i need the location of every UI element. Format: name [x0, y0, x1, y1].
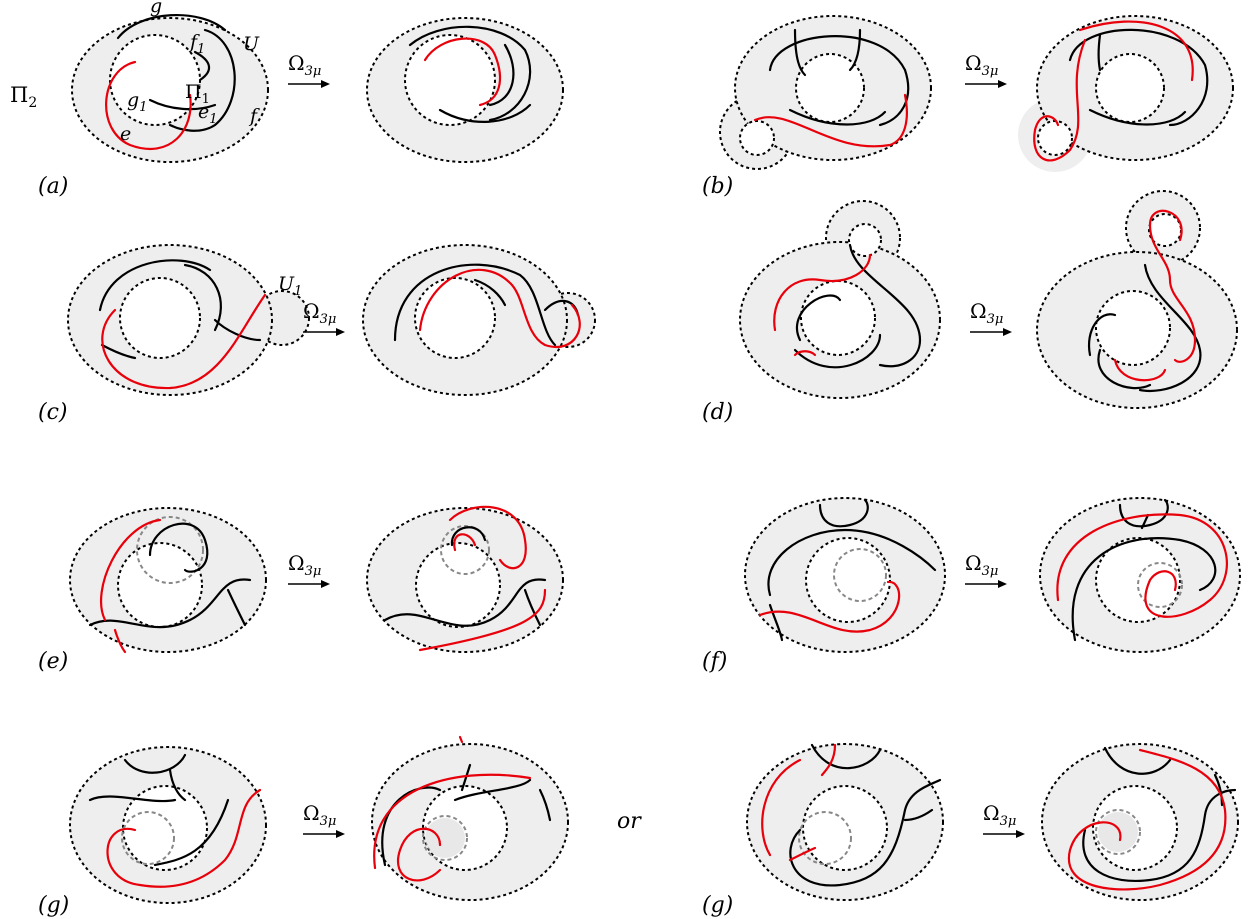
- panel-g2-before: [746, 743, 944, 901]
- move-arrow-b: Ω3μ: [965, 51, 1007, 88]
- panel-label-a: (a): [38, 174, 68, 199]
- svg-text:Ω3μ: Ω3μ: [965, 51, 998, 79]
- label-g1: g1: [127, 89, 147, 115]
- panel-f-after: [1039, 497, 1241, 653]
- panel-e-before: [69, 507, 267, 654]
- panel-label-d: (d): [702, 400, 733, 425]
- label-e: e: [120, 123, 131, 145]
- label-e1: e1: [198, 101, 218, 127]
- panel-b-after: [1018, 15, 1234, 172]
- label-f: f: [248, 105, 260, 127]
- move-arrow-e: Ω3μ: [288, 551, 330, 588]
- strand-e1: [148, 98, 217, 111]
- panel-d-before: [739, 200, 941, 399]
- panel-g2-after: [1041, 743, 1239, 901]
- move-arrow-c: Ω3μ: [303, 299, 345, 336]
- move-arrow-g2: Ω3μ: [983, 801, 1025, 838]
- svg-text:Ω3μ: Ω3μ: [303, 801, 336, 829]
- svg-text:Ω3μ: Ω3μ: [288, 551, 321, 579]
- inner-hole: [109, 34, 201, 126]
- strand-g: [116, 14, 227, 40]
- label-u: U: [243, 33, 260, 55]
- label-f1: f1: [188, 31, 205, 57]
- panel-c-after: [362, 244, 596, 396]
- panel-label-f: (f): [702, 649, 727, 674]
- panel-a-before: Π2 g f1 U g1 Π1 e1 e f: [10, 0, 269, 163]
- label-u1: U1: [278, 273, 302, 299]
- panel-c-before: U1: [67, 244, 310, 396]
- panel-label-e: (e): [38, 649, 68, 674]
- label-pi1: Π1: [185, 81, 210, 107]
- panel-a-after: [366, 17, 564, 163]
- svg-text:Ω3μ: Ω3μ: [303, 299, 336, 327]
- strand-e: [105, 60, 192, 151]
- panel-g1-before: [69, 746, 267, 904]
- move-arrow-g1: Ω3μ: [303, 801, 345, 838]
- panel-label-b: (b): [702, 174, 733, 199]
- label-pi2: Π2: [10, 83, 37, 111]
- svg-text:Ω3μ: Ω3μ: [970, 299, 1003, 327]
- or-text: or: [617, 809, 642, 834]
- move-arrow-a: Ω3μ: [288, 51, 330, 88]
- panel-label-g2: (g): [702, 893, 733, 918]
- move-symbol: Ω3μ: [288, 51, 321, 79]
- move-arrow-f: Ω3μ: [965, 551, 1007, 588]
- panel-label-g1: (g): [38, 893, 69, 918]
- svg-text:Ω3μ: Ω3μ: [965, 551, 998, 579]
- panel-g1-after: [371, 735, 569, 901]
- svg-text:Ω3μ: Ω3μ: [983, 801, 1016, 829]
- panel-e-after: [366, 505, 564, 653]
- panel-f-before: [744, 497, 946, 653]
- label-g: g: [150, 0, 162, 17]
- panel-d-after: [1036, 190, 1238, 409]
- move-arrow-d: Ω3μ: [970, 299, 1012, 336]
- panel-label-c: (c): [38, 400, 68, 425]
- strand-f1: [193, 50, 211, 82]
- panel-b-before: [719, 15, 932, 170]
